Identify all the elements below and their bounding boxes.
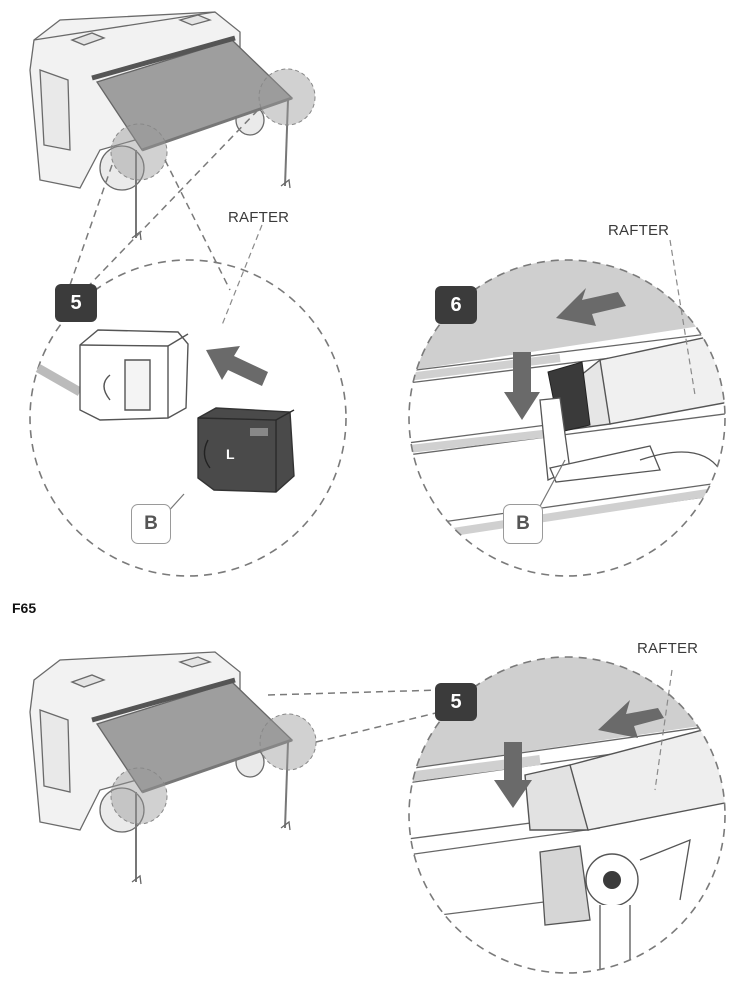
part-b-leader-6 bbox=[537, 459, 566, 511]
detail-circle-5 bbox=[29, 259, 347, 577]
push-arrow-6 bbox=[556, 288, 626, 326]
rv-illustration-top bbox=[29, 11, 294, 241]
highlight-circle-right-bottom bbox=[259, 713, 317, 771]
step-badge-5-top: 5 bbox=[55, 284, 97, 322]
step-badge-6: 6 bbox=[435, 286, 477, 324]
leader-lines-top bbox=[69, 109, 259, 301]
detail-circle-5-bottom bbox=[408, 656, 726, 974]
step-badge-5-bottom: 5 bbox=[435, 683, 477, 721]
section-label-f65: F65 bbox=[12, 600, 37, 616]
detail-circle-6 bbox=[408, 259, 726, 577]
push-arrow-5b bbox=[598, 700, 664, 738]
highlight-circle-right bbox=[258, 68, 316, 126]
highlight-circle-left bbox=[110, 123, 168, 181]
down-arrow-6 bbox=[504, 352, 540, 420]
rafter-leader-5b bbox=[654, 669, 673, 791]
rafter-leader-6 bbox=[669, 239, 696, 396]
part-b-badge-top: B bbox=[131, 504, 171, 544]
rail-stub bbox=[35, 364, 83, 396]
rafter-label-top-left: RAFTER bbox=[228, 209, 290, 226]
down-arrow-5b bbox=[494, 742, 532, 808]
insert-arrow-top bbox=[206, 346, 268, 386]
part-b-badge-6: B bbox=[503, 504, 543, 544]
part-side-label: L bbox=[226, 446, 235, 462]
end-cap-white bbox=[79, 329, 189, 421]
highlight-circle-left-bottom bbox=[110, 767, 168, 825]
rv-illustration-bottom bbox=[29, 651, 294, 885]
rafter-label-top-right: RAFTER bbox=[608, 222, 670, 239]
dark-part-l bbox=[197, 407, 295, 493]
leader-lines-bottom bbox=[267, 689, 441, 743]
rafter-leader-top bbox=[221, 224, 263, 326]
rafter-label-bottom: RAFTER bbox=[637, 640, 699, 657]
